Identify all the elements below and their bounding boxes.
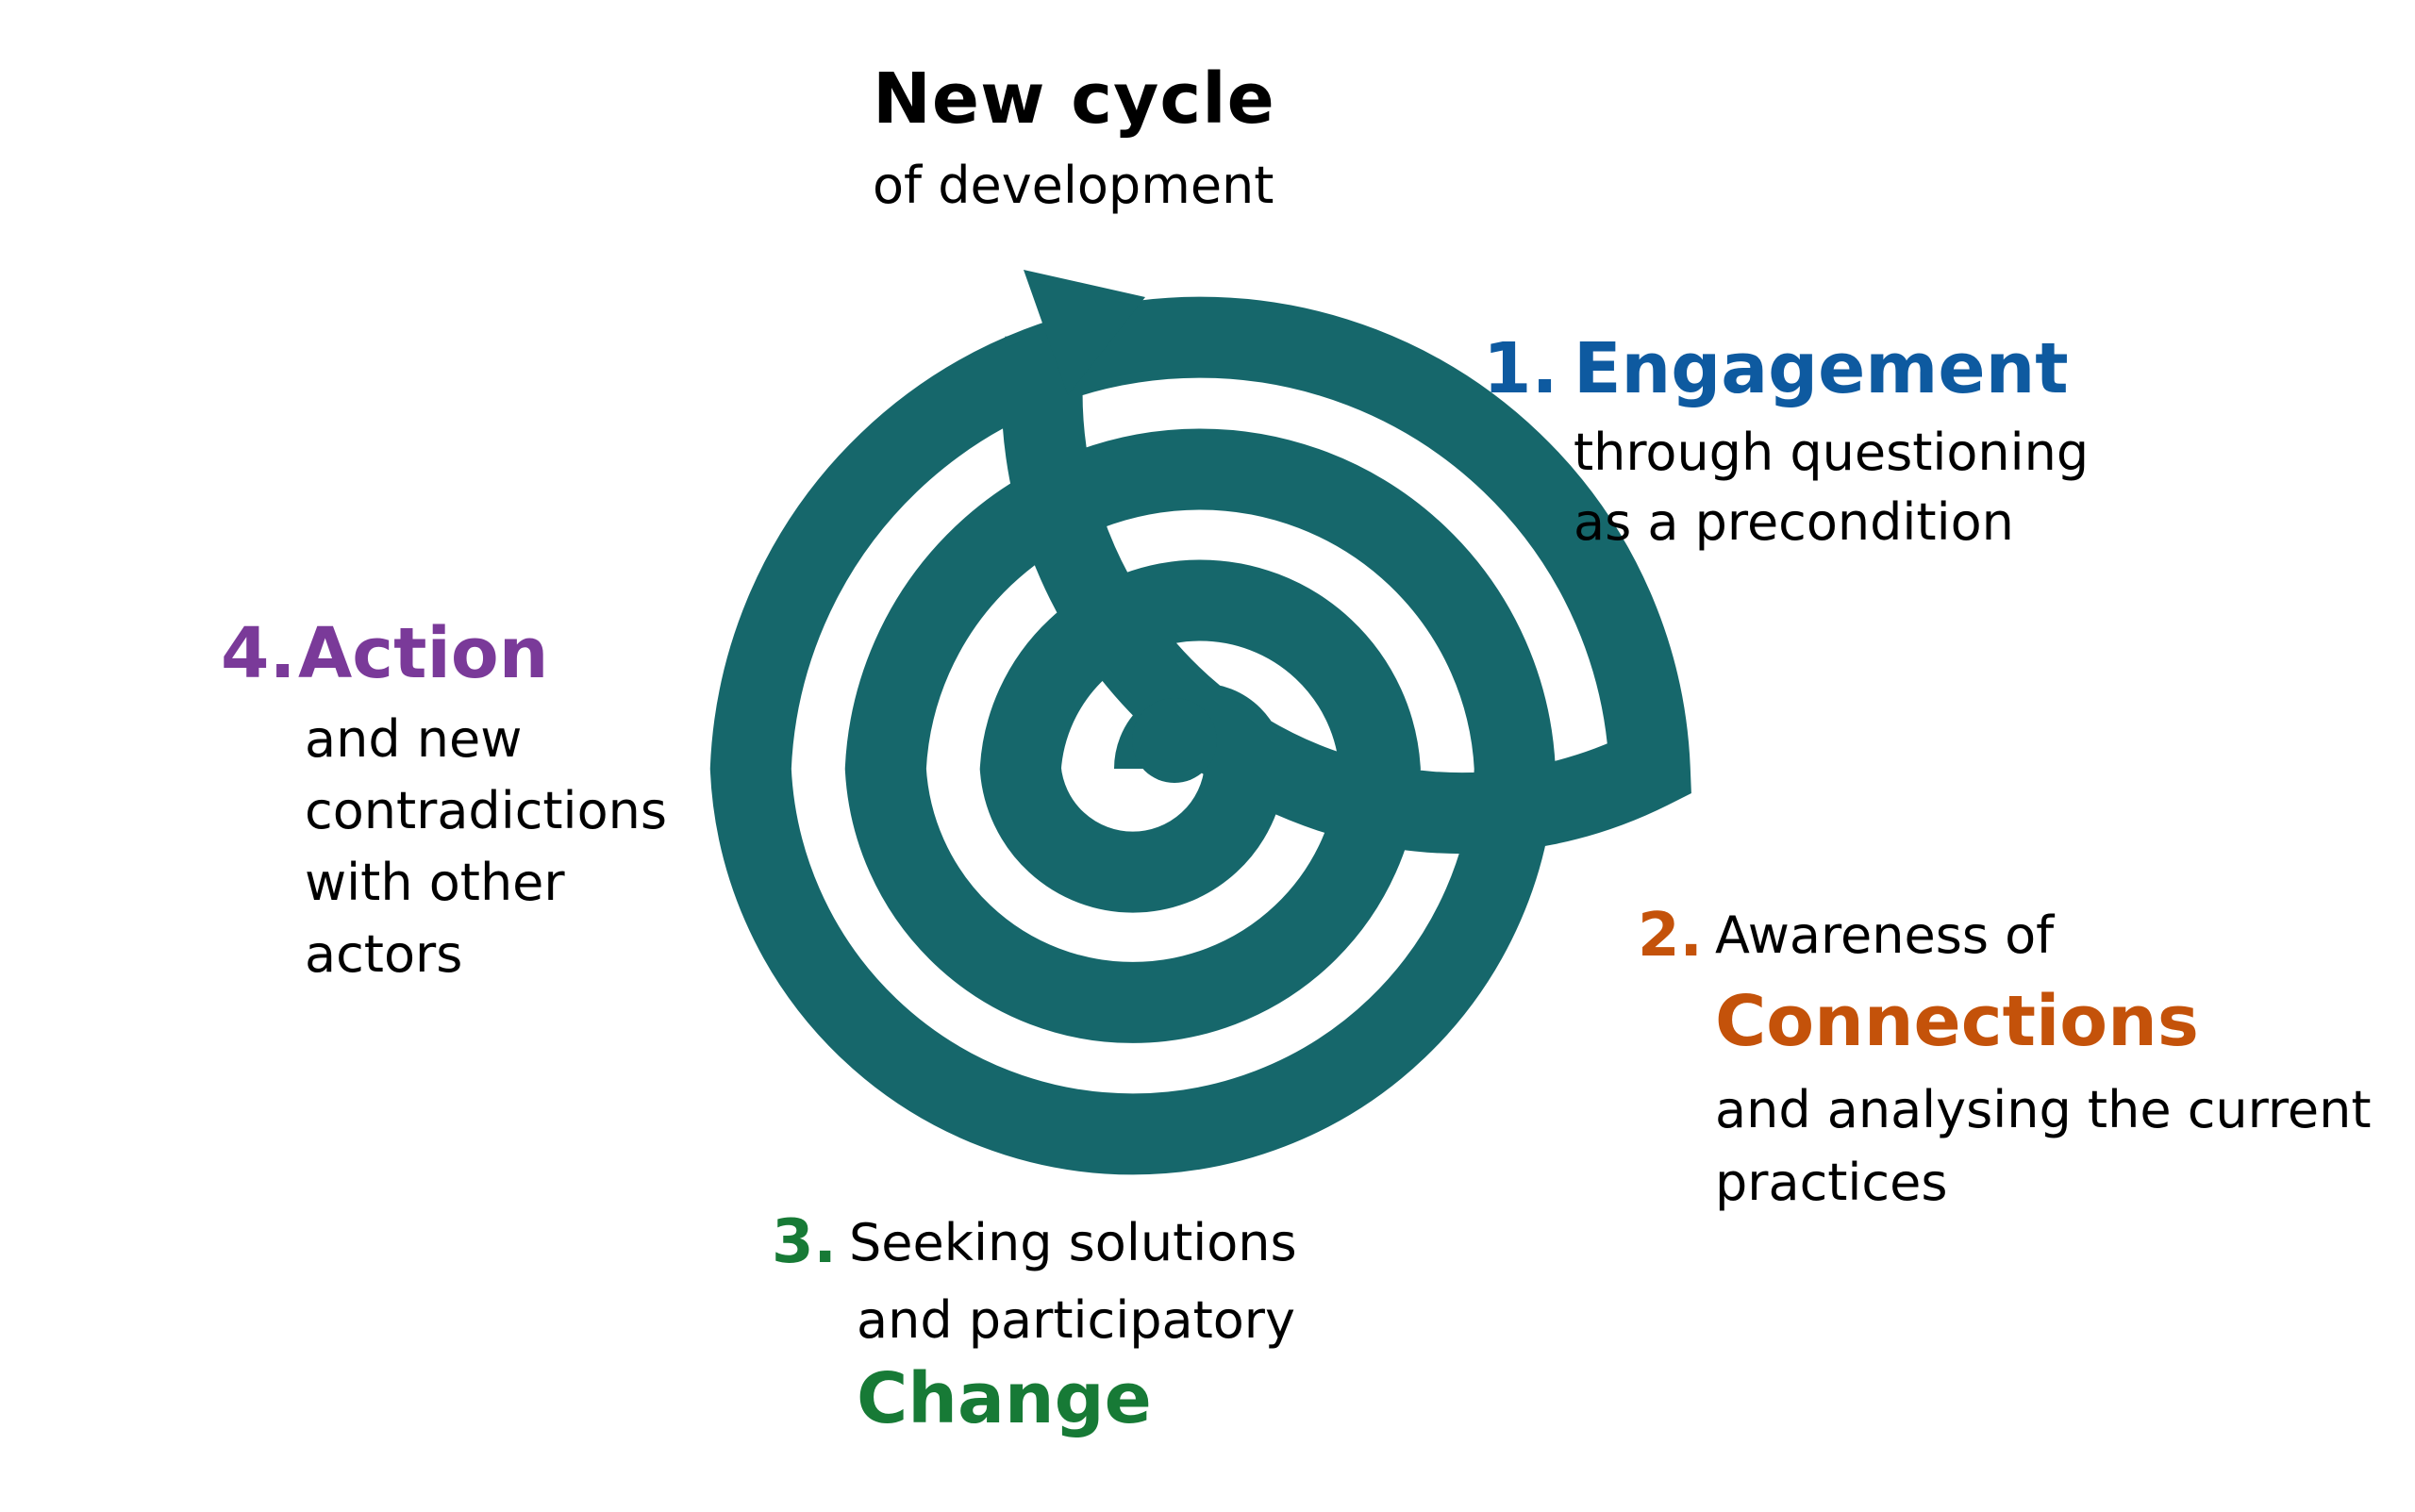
spiral-core [1132,698,1217,783]
stage-3-intro: Seeking solutions [849,1213,1297,1272]
stage-2-heading: Connections [1715,981,2199,1062]
stage-1-line: as a precondition [1574,492,2014,552]
title-subtitle: of development [873,156,1274,215]
stage-1-line: through questioning [1574,423,2090,482]
stage-1-heading: Engagement [1574,328,2069,409]
stage-3-line: and participatory [857,1290,1295,1350]
stage-2-intro: Awareness of [1715,906,2055,965]
stage-4-line: and new [305,709,523,769]
spiral-arrowhead [1024,270,1145,395]
stage-4-line: contradictions [305,781,667,840]
stage-4-line: actors [305,924,463,984]
stage-3-number: 3. [772,1207,837,1277]
stage-2-number: 2. [1638,901,1703,971]
stage-1-number: 1. [1483,328,1558,409]
title-new-cycle: New cycle [873,58,1275,140]
spiral-band [709,296,1691,1175]
stage-2-line: practices [1715,1153,1948,1212]
stage-4-line: with other [305,853,565,912]
stage-4-heading: Action [298,613,549,694]
stage-2-line: and analysing the current [1715,1080,2372,1139]
stage-3-heading: Change [857,1358,1152,1439]
stage-4-number: 4. [221,613,296,694]
